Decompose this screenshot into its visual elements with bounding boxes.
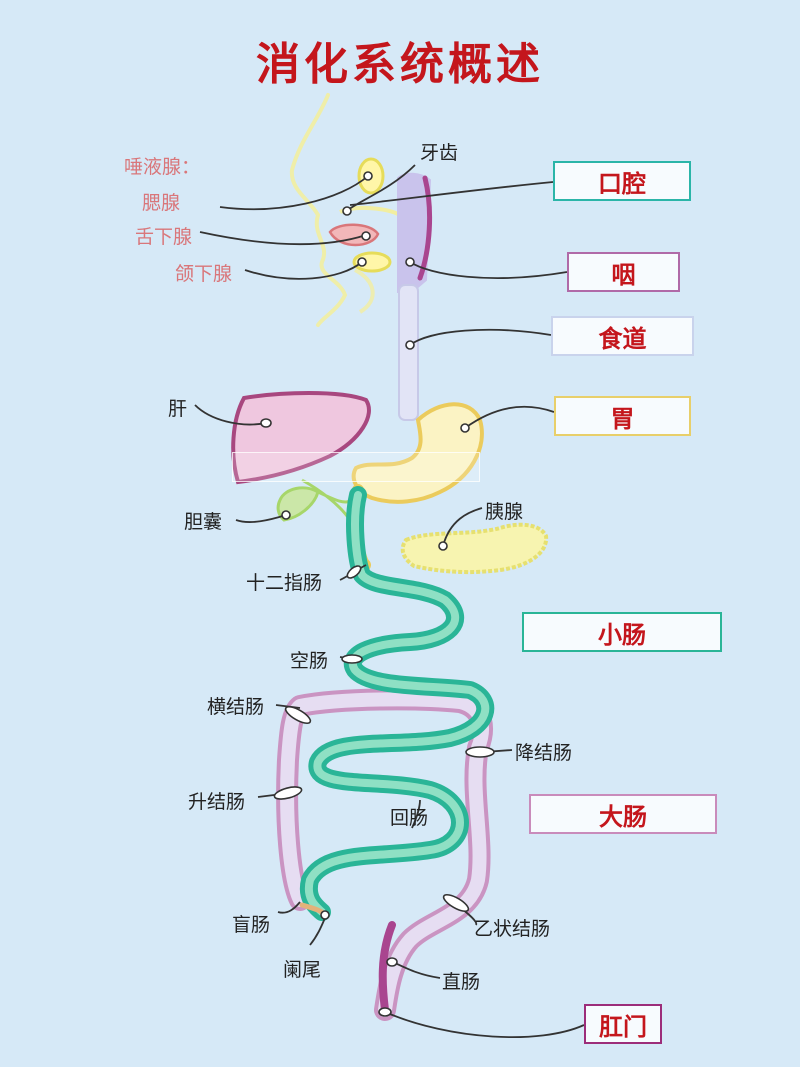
small-intestine-inner (304, 491, 490, 916)
box-esophagus: 食道 (551, 316, 694, 356)
label-appendix: 阑尾 (283, 959, 322, 981)
esophagus-tube (398, 284, 419, 421)
label-submandibular: 颌下腺 (175, 263, 233, 285)
box-anus: 肛门 (584, 1004, 662, 1044)
jaw-outline (354, 268, 375, 314)
rectum-shape (378, 921, 396, 1014)
leader-pancreas (442, 507, 483, 547)
label-salivary-glands: 唾液腺： (124, 156, 201, 178)
label-descending-colon: 降结肠 (515, 742, 573, 764)
face-outline (289, 93, 348, 327)
label-duodenum: 十二指肠 (246, 572, 323, 594)
pancreas-shape (400, 522, 549, 575)
page-title: 消化系统概述 (256, 39, 544, 90)
label-cecum: 盲肠 (232, 914, 271, 936)
leader-esophagus (409, 328, 552, 346)
box-stomach: 胃 (554, 396, 691, 436)
leader-sublingual (199, 231, 367, 246)
label-rectum: 直肠 (442, 971, 481, 993)
leader-appendix (309, 917, 326, 946)
label-sigmoid-colon: 乙状结肠 (474, 918, 551, 940)
leader-salivary (219, 175, 369, 211)
leader-stomach (464, 405, 555, 429)
endpoint-markers (260, 171, 495, 1017)
leader-pharynx (409, 261, 568, 279)
label-jejunum: 空肠 (290, 650, 329, 672)
label-ileum: 回肠 (390, 807, 429, 829)
leader-gallbladder (235, 514, 287, 523)
leader-anus (384, 1011, 585, 1039)
liver-shape (231, 391, 371, 485)
leader-submandibular (244, 261, 363, 280)
label-gallbladder: 胆囊 (184, 511, 223, 533)
box-mouth: 口腔 (553, 161, 691, 201)
label-parotid: 腮腺 (142, 192, 181, 214)
label-teeth: 牙齿 (420, 142, 459, 164)
box-large-intestine: 大肠 (529, 794, 717, 834)
leader-lines (194, 164, 585, 1039)
label-liver: 肝 (168, 398, 188, 420)
leader-liver (194, 404, 267, 426)
box-small-intestine: 小肠 (522, 612, 722, 652)
leader-mouth (349, 181, 554, 206)
watermark-overlay (232, 452, 480, 482)
label-transverse-colon: 横结肠 (207, 696, 265, 718)
label-sublingual: 舌下腺 (135, 226, 193, 248)
label-ascending-colon: 升结肠 (188, 791, 246, 813)
leader-ileum (411, 799, 421, 829)
leader-cecum (277, 901, 301, 914)
label-pancreas: 胰腺 (485, 501, 524, 523)
box-pharynx: 咽 (567, 252, 680, 292)
